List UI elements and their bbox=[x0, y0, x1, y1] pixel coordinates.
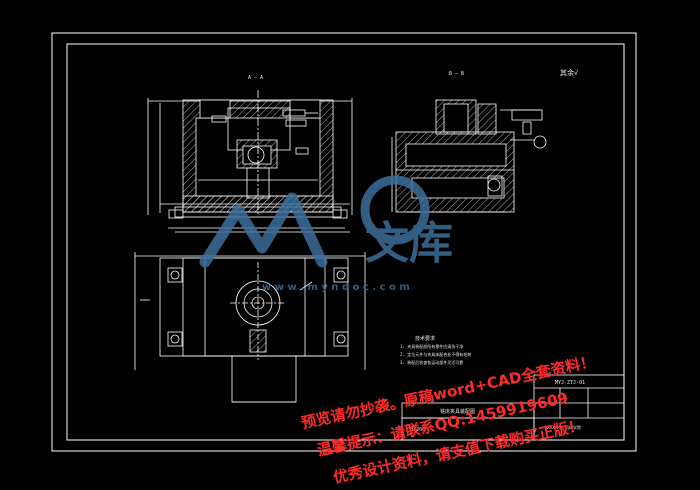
section-b-label: B — B bbox=[449, 71, 464, 77]
roughness-symbol: 其余√ bbox=[560, 68, 579, 77]
title-block bbox=[401, 374, 625, 441]
tech-req-line: 3. 装配后检查各运动部件灵活可靠 bbox=[400, 359, 463, 365]
tech-req-line: 1. 夹具装配前所有零件应清洗干净 bbox=[400, 343, 463, 349]
title-part-name: 铣床夹具装配图 bbox=[440, 408, 475, 415]
title-material: HT200 bbox=[410, 427, 425, 433]
tech-req-line: 2. 定位元件与夹具体配合处不得有毛刺 bbox=[400, 351, 471, 357]
title-drawing-no: MYJ-ZTJ-01 bbox=[555, 380, 585, 386]
outer-border bbox=[51, 32, 637, 452]
tech-req-heading: 技术要求 bbox=[415, 335, 435, 342]
technical-requirements: 技术要求 1. 夹具装配前所有零件应清洗干净 2. 定位元件与夹具体配合处不得有… bbox=[400, 335, 471, 365]
section-b-view: B — B 其余√ bbox=[391, 68, 579, 213]
section-a-label: A — A bbox=[248, 75, 263, 81]
logo-text: 文库 bbox=[365, 218, 453, 269]
logo-url: w w w . m y n d o c . c o m bbox=[262, 282, 410, 293]
title-school: XXXX大学 机械学院 bbox=[545, 424, 581, 430]
wenku-logo: 文库 w w w . m y n d o c . c o m bbox=[199, 175, 453, 293]
section-a-view: A — A bbox=[147, 75, 353, 233]
inner-border bbox=[66, 43, 625, 441]
plan-view bbox=[134, 252, 366, 403]
